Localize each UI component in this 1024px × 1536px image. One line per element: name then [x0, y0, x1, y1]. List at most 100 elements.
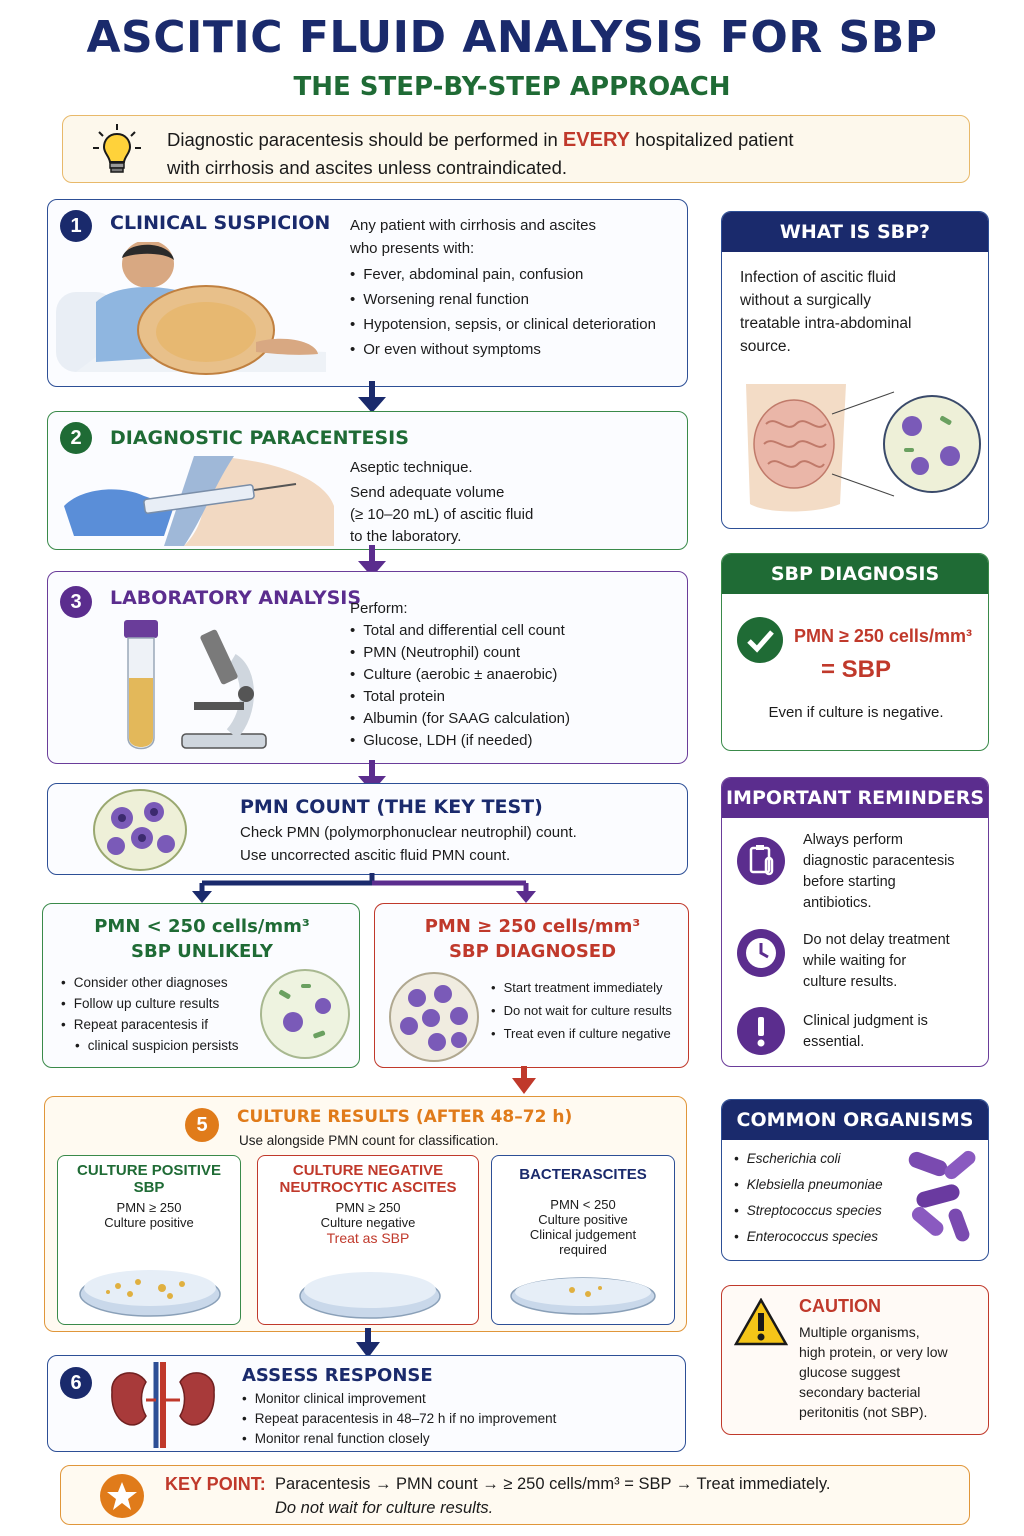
step-3-card: 3 LABORATORY ANALYSIS Perform: Total and… [47, 571, 688, 764]
culture-card-line-4: required [559, 1242, 607, 1257]
culture-card-line-1: PMN < 250 [550, 1197, 616, 1212]
step-number-badge: 3 [60, 586, 92, 618]
test-tube-icon [124, 620, 158, 750]
culture-card-title-2: SBP [133, 1179, 165, 1196]
branch-high-title-2: SBP DIAGNOSED [448, 941, 617, 962]
intro-text-c: with cirrhosis and ascites unless contra… [167, 157, 567, 178]
key-point-banner: KEY POINT: Paracentesis → PMN count → ≥ … [60, 1465, 970, 1525]
list-item: Follow up culture results [61, 993, 239, 1014]
reminder-line: Do not delay treatment [803, 932, 950, 948]
step-4-line-1: Check PMN (polymorphonuclear neutrophil)… [240, 824, 577, 841]
reminder-line: Always perform [803, 832, 903, 848]
list-item: Klebsiella pneumoniae [734, 1172, 883, 1198]
list-item: Start treatment immediately [491, 976, 672, 999]
step-2-line-4: to the laboratory. [350, 528, 462, 545]
key-point-line-1: Paracentesis → PMN count → ≥ 250 cells/m… [275, 1475, 831, 1493]
arrow-down-icon [512, 1066, 536, 1094]
branch-low-title-2: SBP UNLIKELY [131, 941, 273, 962]
step-6-list: Monitor clinical improvement Repeat para… [242, 1389, 557, 1449]
culture-card-line-3: Treat as SBP [326, 1230, 410, 1246]
step-5-title: CULTURE RESULTS (AFTER 48–72 h) [237, 1107, 573, 1127]
arrow-down-icon [358, 545, 386, 577]
reminder-line: essential. [803, 1034, 865, 1050]
step-number-badge: 6 [60, 1367, 92, 1399]
caution-line: high protein, or very low [799, 1344, 948, 1360]
step-1-intro-b: who presents with: [350, 240, 475, 257]
patient-illustration [56, 242, 326, 375]
sidebar-common-organisms: COMMON ORGANISMS Escherichia coli Klebsi… [721, 1099, 989, 1261]
sidebar-sbp-diagnosis: SBP DIAGNOSIS PMN ≥ 250 cells/mm³ = SBP … [721, 553, 989, 751]
intro-text-b: hospitalized patient [629, 129, 794, 150]
list-item: Worsening renal function [350, 287, 656, 312]
page-subtitle: THE STEP-BY-STEP APPROACH [293, 72, 731, 102]
culture-card-title-2: NEUTROCYTIC ASCITES [279, 1179, 457, 1196]
sidebar-caution: CAUTION Multiple organisms, high protein… [721, 1285, 989, 1435]
culture-card-title-1: BACTERASCITES [519, 1166, 647, 1183]
sparse-cells-icon [260, 969, 350, 1059]
checkmark-icon [737, 617, 783, 663]
sidebar-important-reminders: IMPORTANT REMINDERS Always perform diagn… [721, 777, 989, 1067]
what-line: without a surgically [740, 292, 871, 309]
list-item: Culture (aerobic ± anaerobic) [350, 664, 570, 686]
syringe-illustration [64, 456, 334, 546]
list-item: Treat even if culture negative [491, 1022, 672, 1045]
step-number-badge: 2 [60, 422, 92, 454]
petri-dish-icon [79, 1270, 221, 1317]
step-1-intro-a: Any patient with cirrhosis and ascites [350, 217, 596, 234]
list-item-continued: clinical suspicion persists [61, 1035, 239, 1056]
diagnosis-criterion: PMN ≥ 250 cells/mm³ [794, 626, 972, 646]
sidebar-organisms-title: COMMON ORGANISMS [722, 1100, 988, 1140]
step-3-test-list: Total and differential cell count PMN (N… [350, 620, 570, 752]
list-item: Repeat paracentesis if [61, 1014, 239, 1035]
list-item: Enterococcus species [734, 1224, 883, 1250]
step-5-subtitle: Use alongside PMN count for classificati… [239, 1133, 499, 1148]
list-item: Monitor clinical improvement [242, 1389, 556, 1409]
sidebar-reminders-title: IMPORTANT REMINDERS [722, 778, 988, 818]
lightbulb-icon [93, 124, 141, 173]
caution-line: secondary bacterial [799, 1384, 921, 1400]
list-item: Consider other diagnoses [61, 972, 239, 993]
list-item: Fever, abdominal pain, confusion [350, 262, 656, 287]
step-1-symptom-list: Fever, abdominal pain, confusion Worseni… [350, 262, 656, 362]
branch-low-title-1: PMN < 250 cells/mm³ [94, 916, 310, 937]
step-6-title: ASSESS RESPONSE [242, 1365, 433, 1386]
intro-emphasis: EVERY [562, 129, 630, 151]
caution-line: peritonitis (not SBP). [799, 1404, 928, 1420]
list-item: Escherichia coli [734, 1146, 883, 1172]
bacteria-icon [908, 1150, 976, 1242]
what-line: Infection of ascitic fluid [740, 269, 896, 286]
culture-card-title-1: CULTURE NEGATIVE [292, 1162, 444, 1179]
step-3-title: LABORATORY ANALYSIS [110, 587, 362, 609]
key-point-line-2: Do not wait for culture results. [275, 1499, 494, 1517]
caution-line: glucose suggest [799, 1364, 901, 1380]
step-4-card: PMN COUNT (THE KEY TEST) Check PMN (poly… [47, 783, 688, 875]
diagnosis-note: Even if culture is negative. [768, 704, 944, 721]
list-item: Monitor renal function closely [242, 1429, 556, 1449]
diagnosis-result: = SBP [820, 656, 892, 683]
culture-card-line-2: Culture negative [320, 1215, 416, 1230]
dense-cells-icon [389, 972, 479, 1062]
step-number-badge: 1 [60, 210, 92, 242]
abdomen-illustration [746, 384, 981, 512]
list-item: Streptococcus species [734, 1198, 883, 1224]
arrow-down-icon [358, 381, 386, 413]
culture-card-line-3: Clinical judgement [529, 1227, 637, 1242]
warning-icon [734, 1298, 788, 1346]
list-item: Do not wait for culture results [491, 999, 672, 1022]
step-2-line-3: (≥ 10–20 mL) of ascitic fluid [350, 506, 534, 523]
step-4-title: PMN COUNT (THE KEY TEST) [240, 796, 543, 818]
branch-sbp-diagnosed: PMN ≥ 250 cells/mm³ SBP DIAGNOSED Start … [374, 903, 689, 1068]
page-title: ASCITIC FLUID ANALYSIS FOR SBP [86, 12, 938, 63]
caution-line: Multiple organisms, [799, 1324, 920, 1340]
branch-connector [192, 873, 536, 903]
arrow-down-icon [356, 1328, 380, 1358]
culture-card-line-1: PMN ≥ 250 [335, 1200, 401, 1215]
caution-title: CAUTION [799, 1296, 881, 1316]
star-icon [100, 1474, 144, 1518]
what-line: source. [740, 338, 791, 355]
culture-card-title-1: CULTURE POSITIVE [77, 1162, 221, 1179]
organisms-list: Escherichia coli Klebsiella pneumoniae S… [734, 1146, 883, 1250]
intro-text-a: Diagnostic paracentesis should be perfor… [167, 129, 563, 150]
kidneys-icon [111, 1362, 215, 1448]
list-item: PMN (Neutrophil) count [350, 642, 570, 664]
